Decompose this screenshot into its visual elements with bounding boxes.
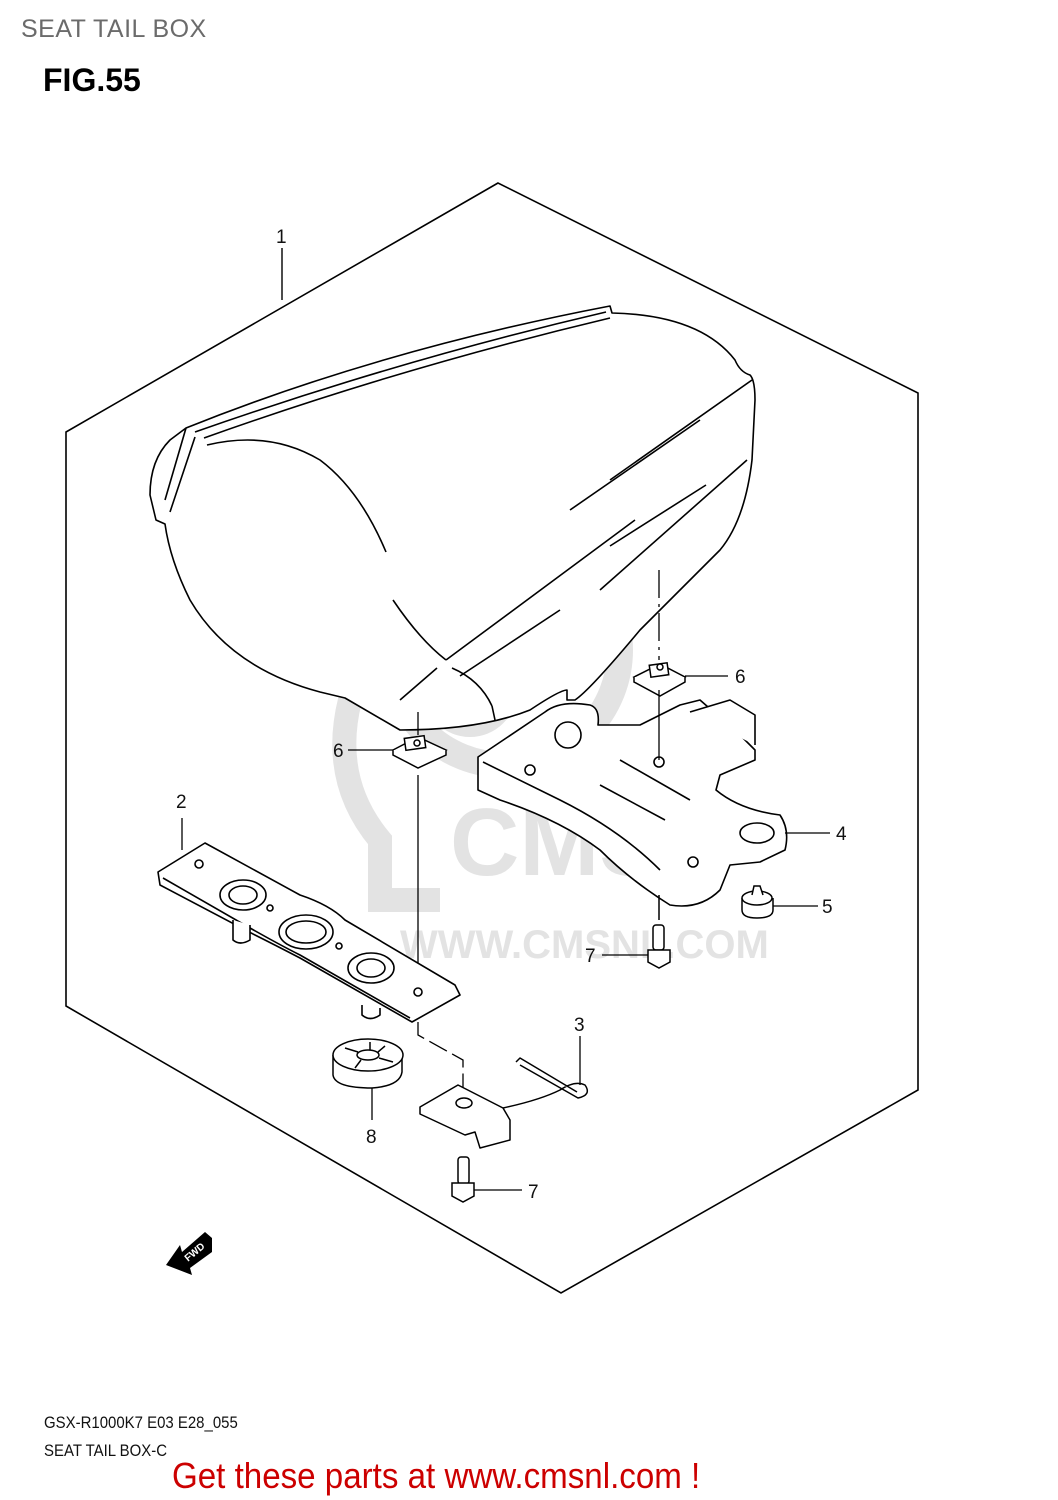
callout-7-upper: 7: [585, 946, 596, 967]
watermark-url: WWW.CMSNL.COM: [400, 923, 769, 967]
callout-7-lower: 7: [528, 1182, 539, 1203]
part-7-bolt-lower: [451, 1156, 475, 1203]
part-7-bolt-upper: [647, 895, 671, 969]
part-8-grommet: [332, 1038, 404, 1089]
part-6-clip-nut-upper: [632, 661, 687, 697]
part-4-under-tray: [477, 699, 788, 907]
callout-6-left: 6: [333, 741, 344, 762]
callout-8: 8: [366, 1127, 377, 1148]
callout-2: 2: [176, 792, 187, 813]
callout-6-upper: 6: [735, 667, 746, 688]
guide-line-bracket: [417, 1022, 464, 1098]
callout-3: 3: [574, 1015, 585, 1036]
callout-5: 5: [822, 897, 833, 918]
part-5-cushion: [741, 885, 774, 919]
assembly-boundary: [65, 182, 919, 1294]
model-code: GSX-R1000K7 E03 E28_055: [44, 1413, 238, 1432]
fwd-arrow-icon: FWD: [166, 1232, 212, 1275]
figure-number: FIG.55: [43, 62, 141, 98]
part-1-tail-box: [149, 305, 756, 731]
part-3-bracket: [419, 1057, 589, 1149]
part-6-clip-nut-left: [391, 734, 448, 769]
promo-link[interactable]: Get these parts at www.cmsnl.com !: [172, 1455, 701, 1496]
callout-1: 1: [276, 227, 287, 248]
page-title: SEAT TAIL BOX: [21, 15, 207, 43]
section-name: SEAT TAIL BOX-C: [44, 1441, 168, 1460]
part-2-mounting-plate: [157, 842, 461, 1023]
callout-4: 4: [836, 824, 847, 845]
